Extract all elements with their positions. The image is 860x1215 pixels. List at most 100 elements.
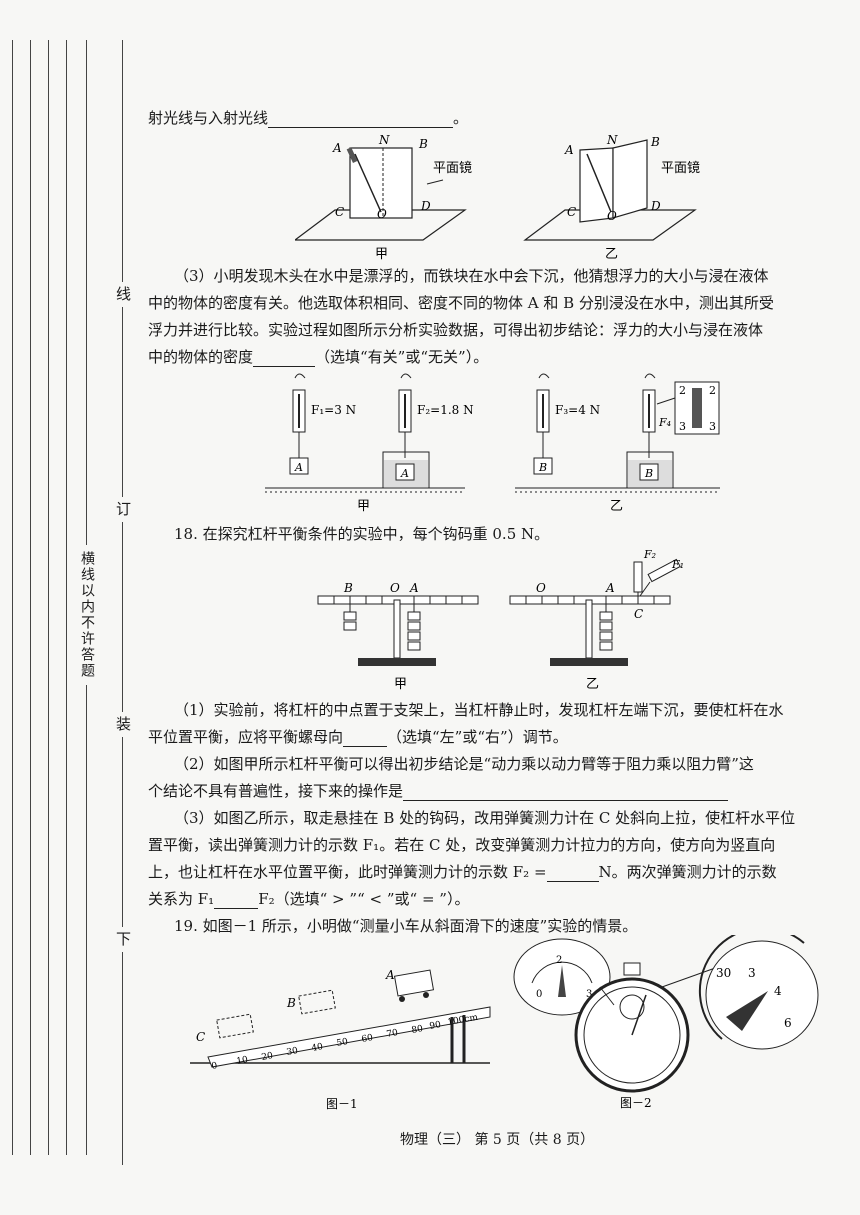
text-span: 平位置平衡，应将平衡螺母向	[148, 728, 344, 746]
mirror-label: 平面镜	[661, 161, 700, 176]
text-span: F₂（选填“ > ”“ < ”或“ = ”）。	[258, 890, 470, 908]
label-obj-b: B	[644, 467, 653, 480]
dial-number: 3	[748, 966, 756, 980]
dial-number: 3	[586, 989, 592, 1000]
caption-left: 甲	[375, 247, 388, 262]
label-o: O	[390, 581, 400, 595]
large-dial-hand	[726, 991, 768, 1031]
label-b: B	[418, 137, 428, 151]
object-a-2	[395, 463, 415, 481]
label-obj-a: A	[400, 467, 409, 480]
incident-ray-right	[586, 153, 612, 213]
small-dial-arc	[531, 961, 593, 984]
cart-b	[298, 989, 336, 1015]
scale-tick: 2	[709, 384, 716, 397]
beaker-1	[382, 451, 430, 489]
caption-right: 乙	[605, 247, 618, 262]
margin-mark-xian: 线	[113, 282, 134, 307]
margin-line	[48, 40, 49, 1155]
dial-number: 2	[556, 955, 562, 966]
label-o: O	[536, 581, 546, 595]
paper-board-left	[349, 147, 413, 219]
label-o: O	[377, 207, 387, 221]
q17-3-line2: 中的物体的密度有关。他选取体积相同、密度不同的物体 A 和 B 分别浸没在水中，…	[148, 294, 774, 312]
label-f3: F₃=4 N	[555, 403, 600, 417]
q18-1-line2: 平位置平衡，应将平衡螺母向（选填“左”或“右”）调节。	[148, 727, 568, 747]
label-o: O	[607, 209, 617, 223]
margin-mark-ding: 订	[113, 497, 134, 522]
zoom-pointer	[656, 397, 676, 405]
buoyancy-figures: A F₁=3 N A F₂=1.8 N B F₃=4 N B F₄ 2 2 3 …	[265, 373, 720, 514]
ground-right	[515, 487, 720, 493]
tick-label: 80	[411, 1024, 424, 1036]
label-c: C	[567, 205, 576, 219]
answer-blank	[403, 784, 729, 801]
caption-fig1: 图－1	[326, 1097, 358, 1111]
weights-b	[343, 611, 357, 631]
paper-board-right-b	[612, 139, 648, 219]
tick-label: 90	[429, 1020, 442, 1032]
cart-c	[216, 1013, 254, 1039]
q19-title: 19. 如图－1 所示，小明做“测量小车从斜面滑下的速度”实验的情景。	[174, 917, 638, 935]
mirror-label: 平面镜	[433, 161, 472, 176]
q18-3-line3: 上，也让杠杆在水平位置平衡，此时弹簧测力计的示数 F₂ = N。两次弹簧测力计的示…	[148, 862, 777, 882]
text-span: （选填“有关”或“无关”）。	[315, 348, 489, 366]
label-f4: F₄	[658, 416, 671, 429]
tick-label: 20	[261, 1051, 274, 1063]
ground-left	[265, 487, 465, 493]
label-f2: F₂	[643, 548, 656, 561]
q18-3-line1: （3）如图乙所示，取走悬挂在 B 处的钩码，改用弹簧测力计在 C 处斜向上拉，使…	[174, 809, 796, 827]
label-c: C	[196, 1030, 205, 1044]
label-d: D	[420, 199, 431, 213]
label-b: B	[650, 135, 660, 149]
watch-subdial	[619, 994, 645, 1020]
dial-number: 4	[774, 984, 782, 998]
large-dial-arc	[698, 935, 805, 1040]
answer-blank	[214, 892, 259, 909]
label-d: D	[650, 199, 661, 213]
laser-pen-left	[346, 147, 358, 164]
spring-scale-2	[398, 373, 412, 458]
q18-2-line2: 个结论不具有普遍性，接下来的操作是	[148, 781, 729, 801]
label-b: B	[286, 996, 296, 1010]
ramp-board	[207, 1006, 491, 1068]
caption-left: 甲	[394, 677, 407, 692]
base-left	[358, 658, 436, 666]
watch-face	[583, 986, 681, 1084]
scale-vertical	[633, 561, 643, 593]
label-c: C	[335, 205, 344, 219]
margin-mark-zhuang: 装	[113, 712, 134, 737]
label-f1: F₁	[671, 558, 684, 571]
scale-oblique	[647, 558, 681, 583]
incident-ray-left	[354, 153, 382, 213]
text-line: 射光线与入射光线。	[148, 108, 468, 128]
margin-mark-xia: 下	[113, 927, 134, 952]
text-span: N。两次弹簧测力计的示数	[598, 863, 777, 881]
tick-label: 30	[286, 1046, 299, 1058]
scale-zoom-spring	[692, 388, 702, 428]
label-a: A	[564, 143, 574, 157]
ramp-figure: 0 10 20 30 40 50 60 70 80 90 100cm A B C…	[190, 968, 491, 1111]
dial-number: 30	[716, 966, 731, 980]
answer-blank	[253, 350, 316, 367]
caption-fig2: 图－2	[620, 1096, 652, 1110]
scale-tick: 2	[679, 384, 686, 397]
label-b: B	[343, 581, 353, 595]
label-f1: F₁=3 N	[311, 403, 356, 417]
page-footer: 物理（三） 第 5 页（共 8 页）	[400, 1132, 595, 1148]
mirror-pointer-left	[426, 179, 444, 185]
zoom-line-left	[599, 986, 615, 1006]
label-n: N	[606, 133, 618, 147]
watch-crown	[623, 962, 641, 976]
text-span: 上，也让杠杆在水平位置平衡，此时弹簧测力计的示数 F₂ =	[148, 863, 547, 881]
label-a: A	[605, 581, 615, 595]
lever-figures: B O A 甲 O A C F₂ F₁ 乙	[317, 548, 684, 692]
label-c: C	[634, 607, 643, 621]
label-f2: F₂=1.8 N	[417, 403, 474, 417]
text-span: 个结论不具有普遍性，接下来的操作是	[148, 782, 404, 800]
spring-scale-4	[642, 373, 656, 458]
spring-scale-3	[536, 373, 550, 458]
support-right	[585, 599, 593, 659]
label-obj-b: B	[538, 461, 547, 474]
